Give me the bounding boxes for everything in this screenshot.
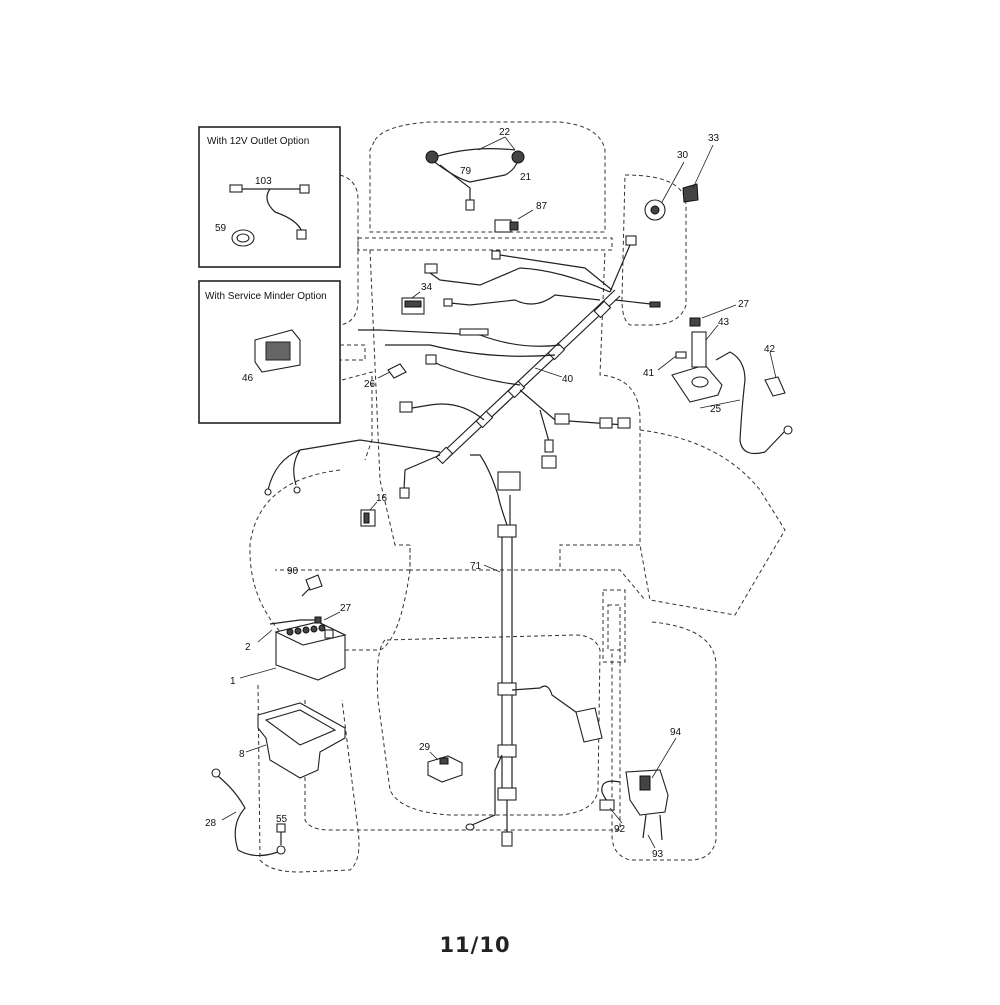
callout-28: 28 (205, 818, 217, 829)
option-box-12v-title: With 12V Outlet Option (207, 136, 309, 147)
callout-1: 1 (230, 676, 236, 687)
harness-103-connector (229, 184, 243, 193)
callout-94: 94 (670, 727, 682, 738)
option-box-service-minder-title: With Service Minder Option (205, 291, 327, 302)
switch-34: 34 (401, 282, 433, 315)
ground-cable-28: 28 55 (205, 768, 288, 857)
ignition-switch-area: 30 33 (644, 133, 720, 221)
callout-93: 93 (652, 849, 664, 860)
callout-25: 25 (710, 404, 722, 415)
callout-27b: 27 (340, 603, 352, 614)
starter-solenoid-area: 27 43 41 25 42 (643, 299, 793, 455)
callout-33: 33 (708, 133, 720, 144)
callout-59: 59 (215, 223, 227, 234)
callout-40: 40 (562, 374, 574, 385)
rear-switch-area: 94 92 93 (599, 727, 682, 860)
callout-29: 29 (419, 742, 431, 753)
callout-22: 22 (499, 127, 511, 138)
headlight-assembly: 22 79 21 87 (425, 127, 548, 233)
callout-34: 34 (421, 282, 433, 293)
callout-21: 21 (520, 172, 532, 183)
callout-16: 16 (376, 493, 388, 504)
callout-79: 79 (460, 166, 472, 177)
clip-26: 26 (364, 363, 407, 390)
option-box-service-minder: With Service Minder Option 46 (198, 280, 341, 424)
callout-43: 43 (718, 317, 730, 328)
callout-87: 87 (536, 201, 548, 212)
callout-2: 2 (245, 642, 251, 653)
callout-46: 46 (242, 373, 254, 384)
callout-27a: 27 (738, 299, 750, 310)
callout-92: 92 (614, 824, 626, 835)
part-90: 90 (287, 566, 323, 597)
callout-103: 103 (255, 176, 272, 187)
part-29: 29 (419, 742, 463, 783)
callout-55: 55 (276, 814, 288, 825)
callout-30: 30 (677, 150, 689, 161)
callout-26: 26 (364, 379, 376, 390)
callout-41: 41 (643, 368, 655, 379)
rear-harness-71: 71 (465, 454, 603, 847)
option-box-12v-outlet: With 12V Outlet Option 103 59 (198, 126, 341, 268)
tractor-outline (249, 121, 786, 873)
callout-90: 90 (287, 566, 299, 577)
battery-assembly: 2 27 1 8 (230, 603, 352, 779)
callout-42: 42 (764, 344, 776, 355)
callout-71: 71 (470, 561, 482, 572)
main-harness-40: 40 (264, 235, 661, 499)
page-label: 11/10 (439, 933, 510, 957)
part-16: 16 (360, 493, 388, 527)
callout-8: 8 (239, 749, 245, 760)
